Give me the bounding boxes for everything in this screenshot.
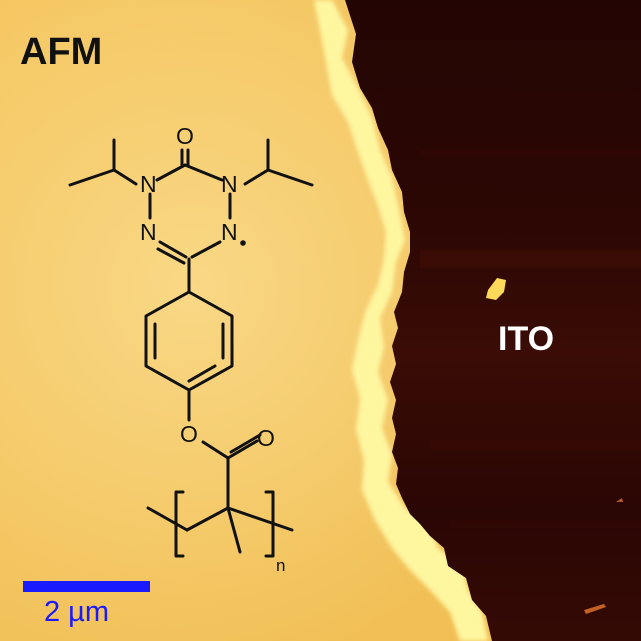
repeat-unit-subscript: n	[276, 556, 285, 575]
substrate-speck	[616, 498, 623, 502]
ito-label: ITO	[498, 320, 555, 358]
film-edge-highlight	[314, 0, 488, 641]
substrate-streak	[584, 604, 606, 614]
scale-bar-label: 2 µm	[44, 596, 110, 628]
atom-oxygen-ester-carbonyl: O	[257, 425, 275, 451]
radical-dot	[240, 240, 246, 246]
structure-atom-labels: O N N N N O O n	[140, 123, 285, 575]
atom-oxygen-carbonyl: O	[176, 123, 194, 149]
afm-label: AFM	[20, 31, 103, 73]
ito-substrate-region	[345, 0, 641, 641]
substrate-scan-lines	[420, 150, 641, 528]
atom-nitrogen-left: N	[140, 171, 157, 197]
atom-nitrogen-lower-right: N	[221, 219, 238, 245]
polymer-structure	[68, 138, 314, 558]
atom-nitrogen-right: N	[221, 171, 238, 197]
substrate-particle	[486, 278, 506, 300]
atom-nitrogen-lower-left: N	[140, 219, 157, 245]
scale-bar	[23, 581, 150, 592]
atom-oxygen-ester-link: O	[180, 421, 198, 447]
